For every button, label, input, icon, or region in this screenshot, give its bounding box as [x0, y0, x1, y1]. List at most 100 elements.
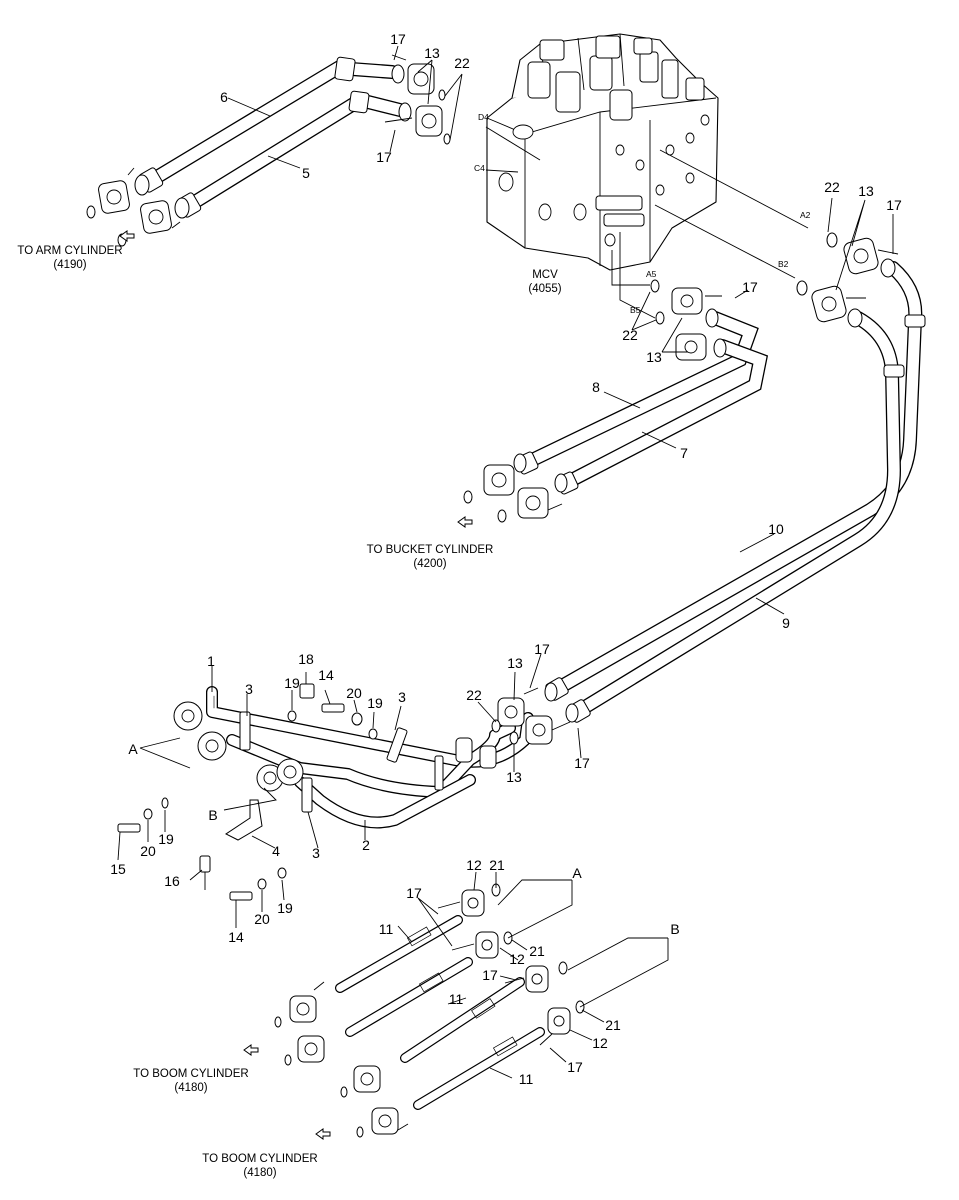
callout-2: 2: [362, 837, 370, 853]
steel-pipe-2: [226, 722, 516, 829]
callout-13: 13: [858, 183, 874, 199]
port-label-c4: C4: [474, 163, 485, 173]
port-label-b2: B2: [778, 259, 789, 269]
callout-19: 19: [367, 695, 383, 711]
callout-14: 14: [228, 929, 244, 945]
bucket-hose-7: [554, 339, 769, 495]
callout-18: 18: [298, 651, 314, 667]
bucket-hose-8: [513, 311, 759, 475]
arm-hose-5: [174, 90, 407, 219]
callout-21: 21: [529, 943, 545, 959]
callout-13: 13: [506, 769, 522, 785]
boom-caption-2-line1: TO BOOM CYLINDER: [202, 1153, 317, 1165]
callout-17: 17: [390, 31, 406, 47]
callout-A: A: [572, 865, 582, 881]
callout-19: 19: [158, 831, 174, 847]
callout-1: 1: [207, 653, 215, 669]
callout-B: B: [670, 921, 679, 937]
port-label-d4: D4: [478, 112, 489, 122]
boom-hose-11-1: [335, 915, 463, 993]
section-b-lower-bracket: [567, 937, 669, 1008]
callout-12: 12: [592, 1035, 608, 1051]
callout-20: 20: [254, 911, 270, 927]
callout-5: 5: [302, 165, 310, 181]
callout-13: 13: [646, 349, 662, 365]
callout-numbers: 17 13 22 6 5 17 22 13 17 17 22 13 8 7 10…: [110, 31, 902, 1087]
callout-14: 14: [318, 667, 334, 683]
mcv-valve-block: [486, 33, 719, 271]
callout-17: 17: [534, 641, 550, 657]
callout-12: 12: [466, 857, 482, 873]
pipe-flanges-and-clamps: [173, 687, 571, 841]
bucket-hose-flanges: [463, 279, 727, 523]
boom-flanges: [274, 883, 585, 1138]
boom-hose-11-4: [413, 1027, 545, 1110]
mcv-port-leaders: [485, 126, 809, 319]
section-b-upper-bracket: [223, 787, 277, 811]
callout-22: 22: [454, 55, 470, 71]
port-label-a2: A2: [800, 210, 811, 220]
callout-21: 21: [605, 1017, 621, 1033]
mcv-caption-line2: (4055): [528, 283, 561, 295]
long-hose-9: [544, 308, 905, 723]
callout-13: 13: [507, 655, 523, 671]
boom-caption-1-line1: TO BOOM CYLINDER: [133, 1068, 248, 1080]
hollow-arrow-icon: [315, 1128, 331, 1140]
callout-17: 17: [376, 149, 392, 165]
port-label-a5: A5: [646, 269, 657, 279]
callout-13: 13: [424, 45, 440, 61]
arm-hose-6: [134, 56, 399, 196]
arm-caption-line2: (4190): [53, 259, 86, 271]
callout-17: 17: [742, 279, 758, 295]
boom-caption-2-line2: (4180): [243, 1167, 276, 1179]
callout-17: 17: [482, 967, 498, 983]
callout-11: 11: [449, 991, 464, 1007]
callout-3: 3: [312, 845, 320, 861]
boom-hose-11-2: [345, 957, 473, 1037]
callout-17: 17: [886, 197, 902, 213]
callout-22: 22: [824, 179, 840, 195]
callout-A: A: [128, 741, 138, 757]
callout-22: 22: [622, 327, 638, 343]
loose-fasteners: [117, 683, 378, 901]
callout-17: 17: [406, 885, 422, 901]
hollow-arrow-icon: [243, 1044, 259, 1056]
callout-21: 21: [489, 857, 505, 873]
callout-3: 3: [245, 681, 253, 697]
callout-15: 15: [110, 861, 126, 877]
boom-caption-1-line2: (4180): [174, 1082, 207, 1094]
callout-4: 4: [272, 843, 280, 859]
section-a-lower-bracket: [497, 879, 573, 939]
callout-19: 19: [277, 900, 293, 916]
callout-8: 8: [592, 379, 600, 395]
arm-caption-line1: TO ARM CYLINDER: [17, 245, 122, 257]
callout-11: 11: [519, 1071, 534, 1087]
hollow-arrow-icon: [457, 516, 473, 528]
bucket-caption-line1: TO BUCKET CYLINDER: [367, 544, 494, 556]
arm-hose-flanges: [86, 54, 451, 247]
bucket-caption-line2: (4200): [413, 558, 446, 570]
callout-22: 22: [466, 687, 482, 703]
callout-20: 20: [140, 843, 156, 859]
callout-10: 10: [768, 521, 784, 537]
callout-20: 20: [346, 685, 362, 701]
callout-17: 17: [574, 755, 590, 771]
captions: TO ARM CYLINDER (4190) MCV (4055) TO BUC…: [17, 245, 561, 1179]
callout-6: 6: [220, 89, 228, 105]
right-flanges: [796, 232, 899, 323]
hollow-arrow-icon: [119, 230, 135, 242]
callout-19: 19: [284, 675, 300, 691]
boom-hose-11-3: [400, 977, 525, 1063]
port-label-b5: B5: [630, 305, 641, 315]
callout-7: 7: [680, 445, 688, 461]
callout-B: B: [208, 807, 217, 823]
callout-16: 16: [164, 873, 180, 889]
callout-12: 12: [509, 951, 525, 967]
section-a-upper-bracket: [139, 737, 191, 769]
callout-9: 9: [782, 615, 790, 631]
callout-11: 11: [379, 921, 394, 937]
port-labels: D4 C4 A2 B2 A5 B5: [474, 112, 811, 315]
callout-17: 17: [567, 1059, 583, 1075]
callout-3: 3: [398, 689, 406, 705]
